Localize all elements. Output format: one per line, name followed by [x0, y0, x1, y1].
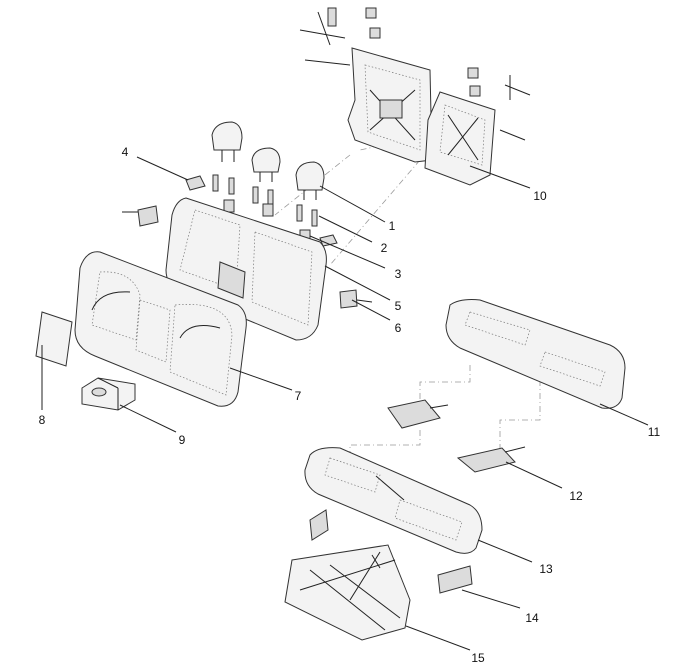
seat-cushion-foam — [304, 447, 483, 554]
callout-10: 10 — [533, 189, 547, 203]
callout-15: 15 — [471, 651, 485, 665]
side-pad-right — [437, 565, 473, 594]
release-covers — [185, 175, 338, 247]
callout-7: 7 — [295, 389, 302, 403]
seat-cushion-frame — [284, 544, 411, 641]
callout-12: 12 — [569, 489, 583, 503]
callout-9: 9 — [179, 433, 186, 447]
callout-8: 8 — [39, 413, 46, 427]
callout-13: 13 — [539, 562, 553, 576]
side-pad-left — [309, 509, 329, 541]
callout-labels: 1 2 3 4 5 6 7 8 9 10 11 12 13 14 15 — [39, 145, 661, 665]
seat-back-rear — [165, 197, 327, 341]
headrest-right — [295, 161, 325, 200]
seat-back-frame-right — [424, 67, 531, 186]
trim-board — [35, 311, 73, 367]
headrest-left — [211, 121, 243, 162]
callout-14: 14 — [525, 611, 539, 625]
headrest-center — [251, 147, 281, 182]
leader-lines — [41, 156, 649, 651]
headrest-guides — [212, 174, 318, 227]
callout-1: 1 — [389, 219, 396, 233]
seat-back-cushion — [74, 251, 247, 407]
callout-4: 4 — [122, 145, 129, 159]
callout-11: 11 — [648, 425, 661, 439]
callout-2: 2 — [381, 241, 388, 255]
armrest — [81, 377, 136, 411]
callout-6: 6 — [395, 321, 402, 335]
heater-pad-left — [387, 399, 449, 429]
seat-cushion-cover — [445, 299, 626, 409]
callout-3: 3 — [395, 267, 402, 281]
hinge-brackets — [122, 205, 373, 309]
seat-back-frame-left — [299, 7, 433, 163]
callout-5: 5 — [395, 299, 402, 313]
heater-pad-right — [456, 446, 526, 473]
